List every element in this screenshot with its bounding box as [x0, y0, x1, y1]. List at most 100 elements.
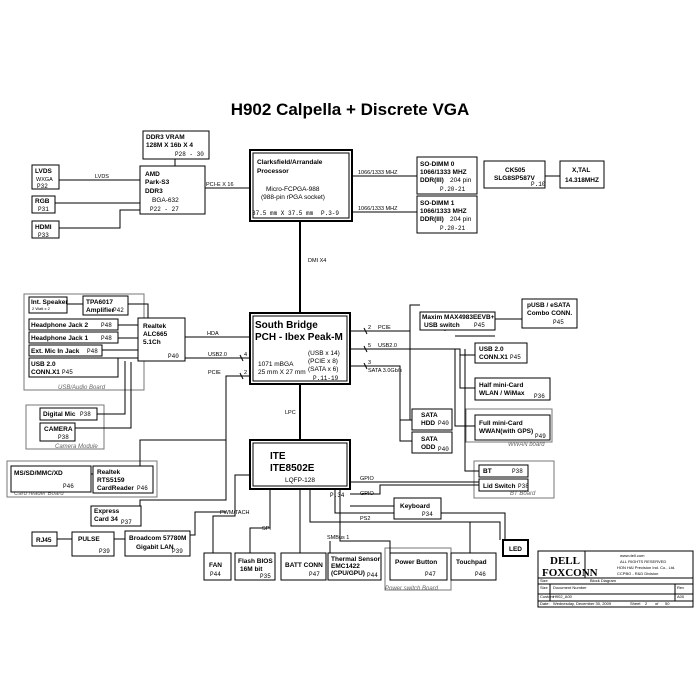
svg-text:pUSB / eSATA: pUSB / eSATA — [527, 302, 571, 309]
link-sata-label: SATA 3.0Gb/s — [368, 368, 402, 374]
dell-logo: DELL — [550, 555, 580, 567]
svg-text:14.318MHZ: 14.318MHZ — [565, 177, 599, 184]
svg-text:P40: P40 — [438, 446, 449, 453]
svg-text:5.1Ch: 5.1Ch — [143, 339, 161, 346]
sodimm-0-box: SO-DIMM 0 1066/1333 MHZ DDR(III) 204 pin… — [416, 156, 478, 195]
svg-text:1071 mBGA: 1071 mBGA — [258, 361, 294, 368]
svg-text:Size: Size — [540, 585, 549, 590]
svg-text:ITE: ITE — [270, 451, 286, 462]
link-gpio2-label: GPIO — [360, 491, 374, 497]
fan-box: FAN P44 — [203, 552, 232, 581]
svg-text:P38: P38 — [518, 483, 529, 490]
svg-text:P.20-21: P.20-21 — [440, 225, 466, 232]
svg-text:P.20-21: P.20-21 — [440, 186, 466, 193]
card-msd-box: MS/SD/MMC/XD P46 — [10, 465, 92, 493]
maxim-usb-switch-box: Maxim MAX4983EEVB+ USB switch P45 — [419, 311, 496, 331]
lvds-box: LVDS WXGA P32 — [31, 164, 60, 190]
link-pcie-right — [350, 304, 420, 332]
svg-text:LVDS: LVDS — [35, 168, 53, 175]
svg-text:Power Button: Power Button — [395, 559, 437, 566]
led-box: LED — [502, 539, 529, 557]
int-speaker-box: Int. Speaker 2 Watt x 2 — [28, 296, 68, 314]
svg-text:CK505: CK505 — [505, 167, 526, 174]
group-camera-module — [25, 404, 105, 450]
svg-text:Block Diagram: Block Diagram — [590, 578, 617, 583]
ite-ec-box: ITE ITE8502E LQFP-128 P.34 — [249, 439, 351, 499]
svg-text:16M bit: 16M bit — [240, 566, 263, 573]
svg-text:FAN: FAN — [209, 562, 222, 569]
svg-text:P28 - 30: P28 - 30 — [175, 151, 204, 158]
sata-hdd-box: SATA HDD P40 — [411, 408, 453, 431]
svg-text:RTS5159: RTS5159 — [97, 477, 125, 484]
svg-text:DDR(III): DDR(III) — [420, 216, 444, 223]
link-pcie-left — [139, 375, 250, 506]
link-pcie-right-count: 2 — [368, 325, 371, 331]
svg-text:Broadcom 57780M: Broadcom 57780M — [129, 535, 186, 542]
link-sodimm0-label: 1066/1333 MHZ — [358, 170, 398, 176]
touchpad-box: Touchpad P46 — [450, 552, 497, 581]
svg-text:P33: P33 — [38, 232, 49, 239]
svg-text:P35: P35 — [260, 573, 271, 580]
svg-text:Int. Speaker: Int. Speaker — [31, 299, 68, 306]
svg-text:Document Number: Document Number — [553, 585, 587, 590]
svg-text:Wednesday, December 30, 2009: Wednesday, December 30, 2009 — [553, 601, 612, 606]
svg-text:WLAN / WiMax: WLAN / WiMax — [479, 390, 525, 397]
ext-mic-box: Ext. Mic In Jack P48 — [28, 344, 103, 357]
realtek-alc665-box: Realtek ALC665 5.1Ch P40 — [137, 317, 186, 362]
svg-text:Park-S3: Park-S3 — [145, 179, 170, 186]
diagram-title: H902 Calpella + Discrete VGA — [231, 100, 470, 119]
group-card-reader-board — [6, 460, 158, 498]
link-pwm-label: PWM/TACH — [220, 510, 250, 516]
link-pcie-x16-label: PCI-E X 16 — [206, 182, 234, 188]
sodimm-1-box: SO-DIMM 1 1066/1333 MHZ DDR(III) 204 pin… — [416, 195, 478, 234]
svg-text:Rev: Rev — [677, 585, 684, 590]
svg-text:P22 - 27: P22 - 27 — [150, 206, 179, 213]
group-usb-audio-label: USB/Audio Board — [58, 385, 106, 391]
svg-text:Headphone Jack 1: Headphone Jack 1 — [31, 335, 88, 342]
link-broadcom — [190, 511, 226, 536]
foxconn-logo: FOXCONN — [542, 567, 598, 579]
bt-box: BT P38 — [478, 464, 529, 478]
svg-text:CCPBG - R&D Division: CCPBG - R&D Division — [617, 571, 658, 576]
svg-text:P39: P39 — [172, 548, 183, 555]
svg-text:CONN.X1: CONN.X1 — [479, 354, 508, 361]
link-dmi-label: DMI X4 — [308, 258, 326, 264]
svg-text:CONN.X1: CONN.X1 — [31, 369, 60, 376]
svg-text:P.3-9: P.3-9 — [321, 210, 339, 217]
svg-text:Thermal Sensor: Thermal Sensor — [331, 556, 381, 563]
svg-text:Size: Size — [540, 578, 549, 583]
keyboard-box: Keyboard P34 — [393, 497, 442, 520]
svg-text:Lid Switch: Lid Switch — [483, 483, 516, 490]
svg-text:Card 34: Card 34 — [94, 516, 118, 523]
svg-text:SO-DIMM 0: SO-DIMM 0 — [420, 161, 455, 168]
svg-text:P45: P45 — [553, 319, 564, 326]
svg-text:X,TAL: X,TAL — [572, 167, 590, 174]
xtal-box: X,TAL 14.318MHZ — [559, 160, 605, 189]
svg-text:ODD: ODD — [421, 444, 436, 451]
svg-text:HON HAI Precision Ind. Co., Lt: HON HAI Precision Ind. Co., Ltd. — [617, 565, 675, 570]
svg-text:P34: P34 — [422, 511, 433, 518]
link-power-button — [339, 489, 391, 553]
batt-conn-box: BATT CONN P47 — [280, 552, 327, 581]
svg-text:P31: P31 — [38, 206, 49, 213]
svg-text:P47: P47 — [309, 571, 320, 578]
svg-text:Realtek: Realtek — [143, 323, 167, 330]
svg-text:P46: P46 — [63, 483, 74, 490]
svg-text:P.11-19: P.11-19 — [313, 375, 339, 382]
svg-text:P.34: P.34 — [330, 492, 345, 499]
svg-text:P44: P44 — [367, 572, 378, 579]
svg-text:128M X 16b X 4: 128M X 16b X 4 — [146, 142, 193, 149]
headphone-jack-2-box: Headphone Jack 2 P48 — [28, 318, 119, 331]
express-card-box: Express Card 34 P37 — [90, 505, 142, 527]
svg-text:DDR3: DDR3 — [145, 188, 163, 195]
svg-text:EMC1422: EMC1422 — [331, 563, 360, 570]
svg-text:Micro-FCPGA-988: Micro-FCPGA-988 — [266, 186, 320, 193]
svg-text:BATT CONN: BATT CONN — [285, 562, 323, 569]
svg-text:37.5 mm X 37.5 mm: 37.5 mm X 37.5 mm — [252, 210, 314, 217]
headphone-jack-1-box: Headphone Jack 1 P48 — [28, 331, 119, 344]
pusb-esata-box: pUSB / eSATA Combo CONN. P45 — [521, 298, 578, 329]
group-bt-board — [473, 460, 555, 499]
link-lvds-label: LVDS — [95, 174, 109, 180]
svg-text:P38: P38 — [58, 434, 69, 441]
svg-text:2 Watt x 2: 2 Watt x 2 — [32, 306, 51, 311]
